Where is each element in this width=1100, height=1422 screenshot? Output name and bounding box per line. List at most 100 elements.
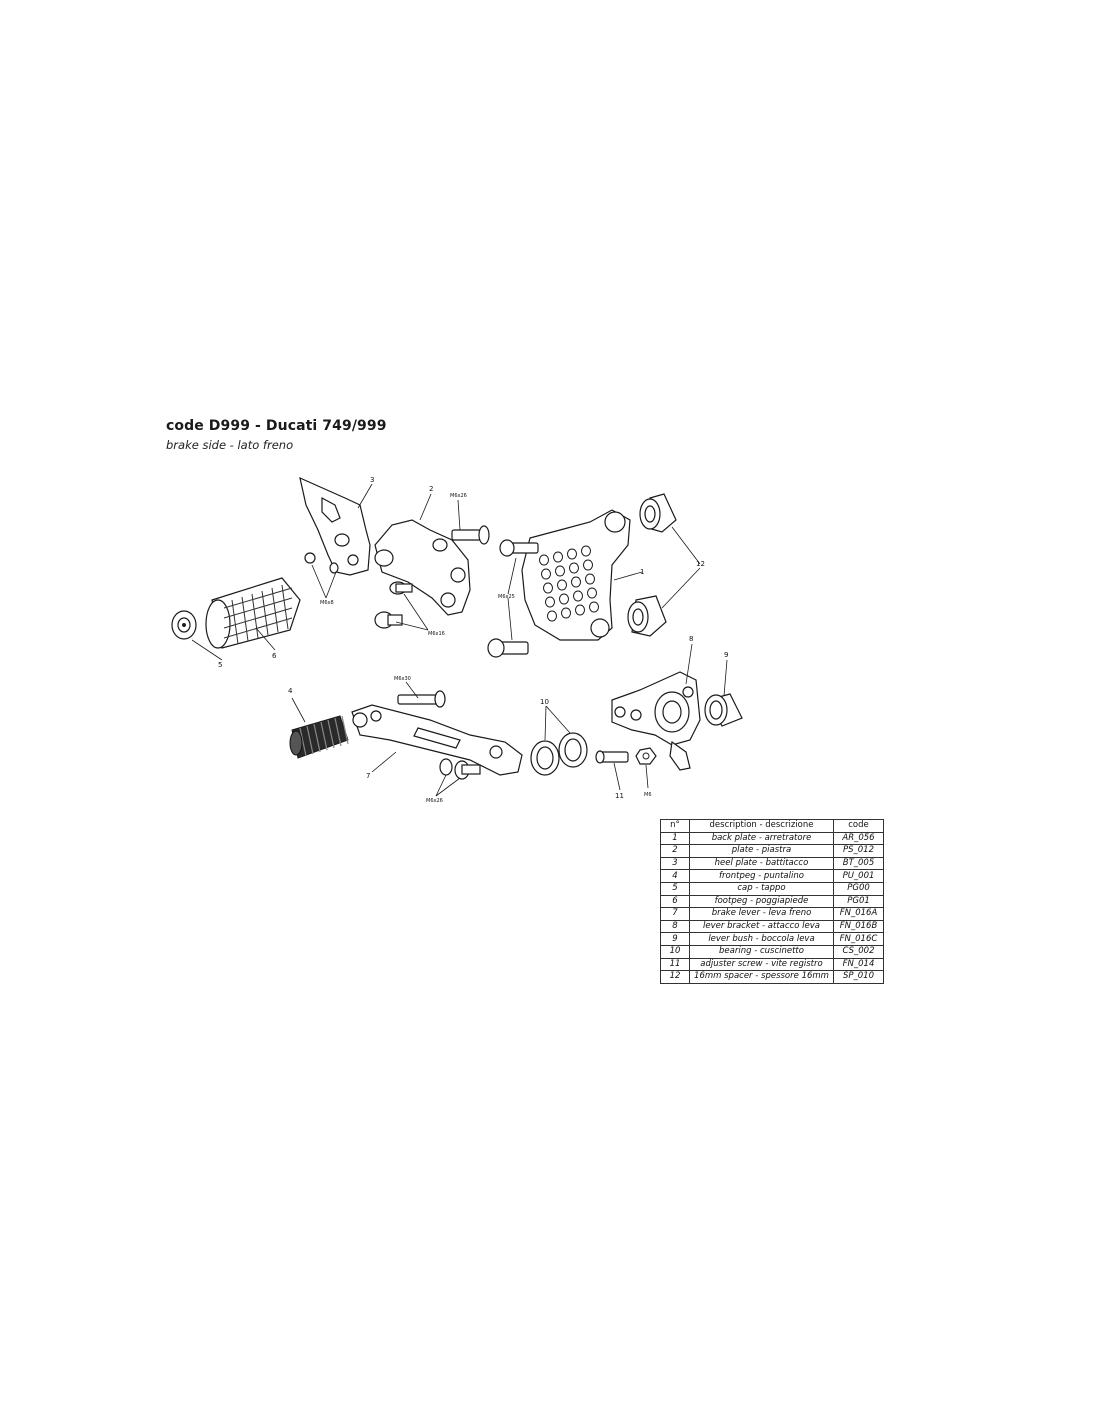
frontpeg-rib (306, 725, 314, 755)
bolt-m6x26-bottom (439, 758, 481, 780)
row-code: SP_010 (833, 970, 884, 984)
footpeg-grip-line (231, 599, 239, 645)
row-code: BT_005 (833, 856, 884, 871)
plate-hole (557, 579, 567, 591)
plate-hole (573, 590, 583, 602)
row-number: 9 (660, 932, 690, 946)
callout-7: 7 (366, 772, 370, 780)
callout-12: 12 (696, 560, 705, 568)
row-number: 4 (660, 869, 690, 883)
leader-lines (191, 483, 728, 797)
plate-hole (569, 562, 579, 574)
row-code: CS_002 (833, 944, 884, 959)
row-description: 16mm spacer - spessore 16mm (689, 970, 834, 984)
bolt-m6x16 (374, 581, 413, 629)
row-description: adjuster screw - vite registro (689, 957, 834, 972)
row-code: FN_016A (833, 907, 884, 921)
callout-3: 3 (370, 476, 374, 484)
callout-10: 10 (540, 698, 549, 706)
plate-hole (567, 548, 577, 560)
row-number: 7 (660, 907, 690, 921)
row-number: 10 (660, 944, 690, 959)
row-number: 12 (660, 970, 690, 984)
callout-11: 11 (615, 792, 624, 800)
row-number: 8 (660, 919, 690, 934)
callout-9: 9 (724, 651, 728, 659)
fastener-label-m6x26-top: M6x26 (450, 493, 467, 499)
frontpeg-part (289, 715, 349, 759)
footpeg-grip-line (223, 607, 293, 629)
bearing-part (530, 732, 588, 776)
row-number: 1 (660, 831, 690, 846)
fastener-label-m6x16: M6x16 (428, 631, 445, 637)
frontpeg-rib (327, 719, 335, 749)
footpeg-grip-line (223, 587, 293, 609)
cap-part (171, 610, 197, 640)
callout-8: 8 (689, 635, 693, 643)
footpeg-part (205, 577, 301, 649)
fastener-label-m6x25: M6x25 (498, 594, 515, 600)
frontpeg-rib (334, 717, 342, 747)
callout-2: 2 (429, 485, 433, 493)
footpeg-grip-line (223, 597, 293, 619)
washer-part (304, 552, 339, 574)
page-title: code D999 - Ducati 749/999 (166, 418, 387, 434)
frontpeg-rib (299, 727, 307, 757)
callout-6: 6 (272, 652, 277, 660)
plate-hole (587, 587, 597, 599)
page-subtitle: brake side - lato freno (166, 438, 294, 452)
row-code: FN_016B (833, 919, 884, 934)
frontpeg-rib (320, 721, 328, 751)
row-number: 5 (660, 881, 690, 896)
row-number: 2 (660, 844, 690, 858)
plate-hole (559, 593, 569, 605)
row-description: bearing - cuscinetto (689, 944, 834, 959)
row-description: lever bracket - attacco leva (689, 919, 834, 934)
bolt-m6x26-top (451, 525, 490, 545)
callout-1: 1 (640, 568, 644, 576)
adjuster-screw-part (595, 750, 629, 764)
row-description: footpeg - poggiapiede (689, 894, 834, 909)
row-description: brake lever - leva freno (689, 907, 834, 921)
table-header-row: n° description - descrizione code (660, 819, 884, 833)
row-number: 3 (660, 856, 690, 871)
spacer-part (627, 493, 677, 637)
row-number: 6 (660, 894, 690, 909)
plate-hole (583, 559, 593, 571)
row-description: cap - tappo (689, 881, 834, 896)
row-description: lever bush - boccola leva (689, 932, 834, 946)
footpeg-grip-line (241, 596, 249, 642)
plate-hole (539, 554, 549, 566)
brake-lever-part (351, 704, 523, 776)
row-code: FN_014 (833, 957, 884, 972)
row-description: frontpeg - puntalino (689, 869, 834, 883)
row-description: back plate - arretratore (689, 831, 834, 846)
frontpeg-rib (341, 715, 349, 745)
heel-plate-part (299, 476, 371, 576)
row-description: plate - piastra (689, 844, 834, 858)
plate-hole (561, 607, 571, 619)
plate-hole (547, 610, 557, 622)
header-description: description - descrizione (689, 819, 834, 833)
plate-hole (589, 601, 599, 613)
row-number: 11 (660, 957, 690, 972)
plate-hole (553, 551, 563, 563)
plate-hole (541, 568, 551, 580)
bolt-m6x25 (487, 539, 539, 658)
plate-hole (543, 582, 553, 594)
footpeg-grip-line (223, 617, 293, 639)
footpeg-grip-line (281, 584, 289, 630)
plate-part (374, 519, 471, 616)
plate-hole (575, 604, 585, 616)
callout-4: 4 (288, 687, 293, 695)
